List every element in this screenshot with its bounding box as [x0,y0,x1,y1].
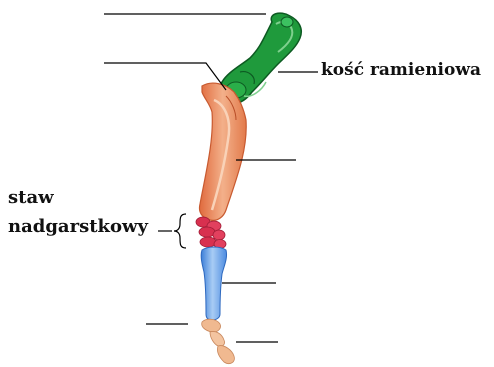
wrist-joint-label-line1: staw [8,187,54,208]
phalanx-bones [202,319,235,363]
carpal-bones [196,217,226,249]
wrist-brace [174,214,186,248]
humerus-label: kość ramieniowa [321,60,481,80]
forearm-bone [199,83,246,220]
wrist-joint-label-line2: nadgarstkowy [8,216,148,237]
